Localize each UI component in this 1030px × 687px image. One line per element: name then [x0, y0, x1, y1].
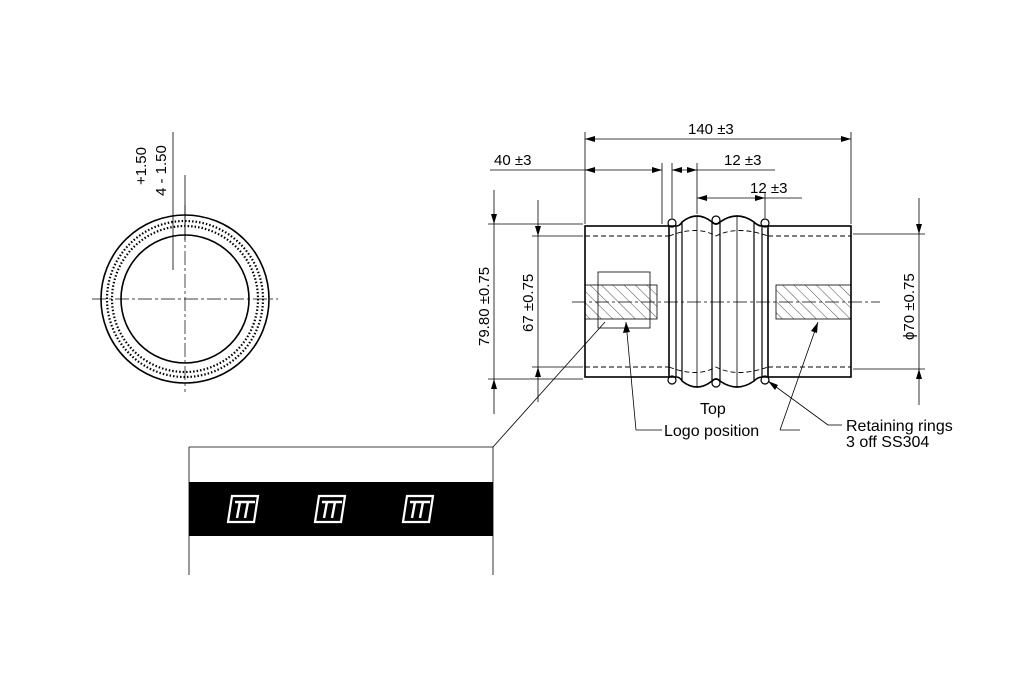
arrow-inner-top — [535, 226, 541, 236]
retaining-ring-bottom-1 — [667, 375, 677, 385]
arrow-pitch2-right — [755, 195, 765, 201]
leader-logo-1 — [625, 321, 637, 431]
top-label: Top — [700, 401, 726, 418]
side-view: 140 ±3 40 ±3 12 ±3 12 ±3 79.80 ±0.75 67 … — [476, 121, 953, 451]
tolerance-lower-text: 4 - 1.50 — [153, 145, 170, 196]
retaining-ring-top-3 — [760, 218, 770, 228]
arrow-logo-2 — [811, 322, 818, 333]
dim-diameter-text: ϕ70 ±0.75 — [901, 273, 918, 340]
arrow-dia-top — [916, 224, 922, 234]
end-view: +1.50 4 - 1.50 — [92, 132, 278, 392]
retaining-rings-spec: 3 off SS304 — [846, 434, 929, 451]
dim-overall-length-text: 140 ±3 — [688, 121, 734, 138]
arrow-outer-top — [491, 214, 497, 224]
logo-detail — [188, 321, 606, 575]
tt-logo-3 — [401, 494, 435, 524]
convolution-hidden-top — [668, 230, 769, 237]
tolerance-upper-text: +1.50 — [133, 147, 150, 185]
dim-pitch-2-text: 12 ±3 — [750, 180, 787, 197]
tt-logo-2 — [313, 494, 347, 524]
retaining-ring-bottom-2 — [711, 378, 721, 388]
retaining-rings-label: Retaining rings — [846, 418, 953, 435]
arrow-rings — [768, 381, 778, 390]
retaining-ring-bottom-3 — [760, 375, 770, 385]
dim-inner-height-text: 67 ±0.75 — [520, 274, 537, 332]
arrow-cuff-right — [652, 167, 662, 173]
arrow-inner-bottom — [535, 367, 541, 377]
arrow-cuff-left — [585, 167, 595, 173]
arrow-logo-1 — [623, 322, 630, 333]
logo-box — [597, 271, 651, 329]
leader-rings — [767, 380, 829, 426]
arrow-dia-bottom — [916, 369, 922, 379]
arrow-pitch1-right — [687, 167, 697, 173]
leader-logo-2 — [779, 321, 819, 431]
arrow-overall-left — [585, 136, 595, 142]
convolution-hidden-bottom — [668, 366, 769, 373]
arrow-overall-right — [841, 136, 851, 142]
logo-black-band — [189, 482, 493, 536]
dim-outer-height-text: 79.80 ±0.75 — [476, 267, 493, 346]
retaining-ring-top-1 — [667, 218, 677, 228]
retaining-ring-top-2 — [711, 215, 721, 225]
logo-position-label: Logo position — [664, 423, 759, 440]
dim-pitch-1-text: 12 ±3 — [724, 152, 761, 169]
dim-cuff-length-text: 40 ±3 — [494, 152, 531, 169]
arrow-pitch1-left — [672, 167, 682, 173]
arrow-pitch2-left — [697, 195, 707, 201]
tt-logo-1 — [226, 494, 260, 524]
detail-leader — [492, 321, 606, 448]
arrow-outer-bottom — [491, 379, 497, 389]
